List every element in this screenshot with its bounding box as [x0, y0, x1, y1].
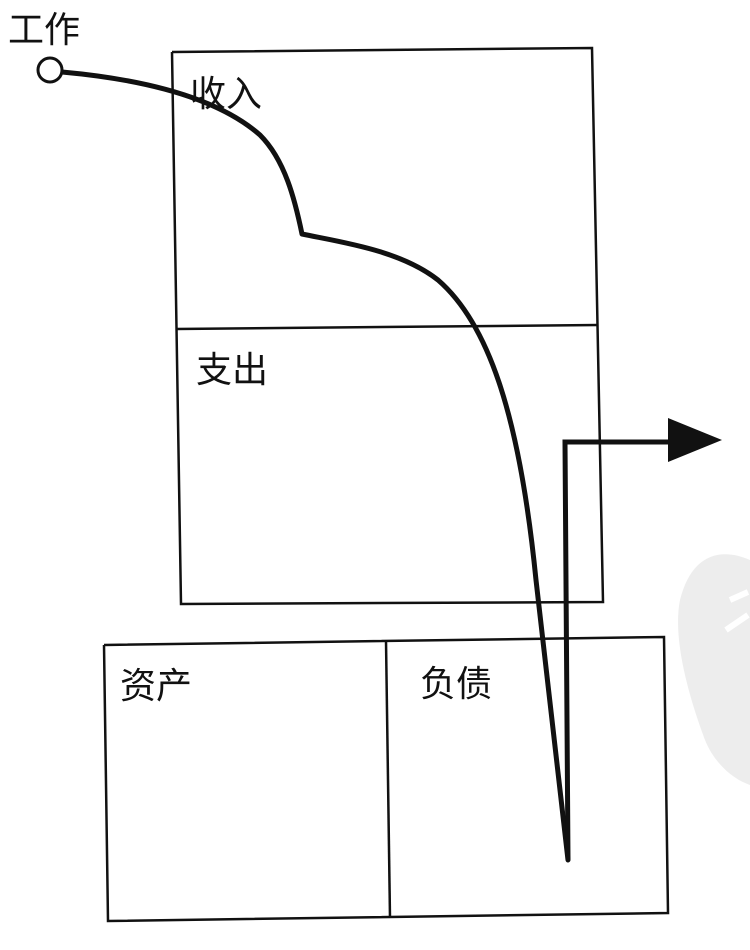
- cash-flow-curve: [59, 69, 571, 863]
- start-node-icon: [36, 56, 64, 84]
- exit-flow-line: [562, 439, 672, 861]
- watermark-logo: [678, 554, 750, 785]
- label-income: 收入: [190, 74, 262, 115]
- income-expense-divider: [175, 323, 599, 331]
- balance-sheet-divider: [384, 640, 392, 919]
- label-work: 工作: [8, 10, 80, 51]
- balance-sheet-box: [102, 635, 670, 923]
- label-assets: 资产: [120, 666, 192, 707]
- income-statement-box: [170, 46, 605, 606]
- label-liabilities: 负债: [420, 664, 492, 705]
- income-expense-outline: [170, 46, 605, 606]
- label-expense: 支出: [196, 350, 268, 391]
- balance-sheet-outline: [102, 635, 670, 923]
- arrow-right-icon: [668, 418, 722, 462]
